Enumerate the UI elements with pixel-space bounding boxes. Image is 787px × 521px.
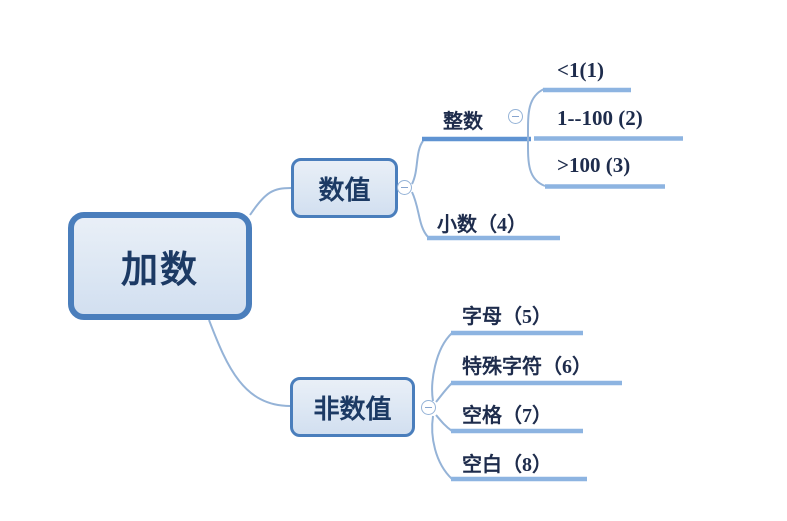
brace-curve-integer-children [526, 88, 546, 187]
branch-curve-nonnumeric-to-blank [431, 415, 453, 480]
minus-icon [425, 406, 432, 409]
node-letter[interactable]: 字母（5） [462, 306, 552, 328]
node-root[interactable]: 加数 [68, 212, 252, 320]
node-gt100[interactable]: >100 (3) [557, 153, 631, 177]
branch-curve-nonnumeric-to-space [435, 414, 453, 432]
branch-curve-numeric-to-integer [411, 140, 424, 185]
collapse-button-integer[interactable] [508, 109, 523, 124]
branch-curve-nonnumeric-to-special [435, 382, 453, 403]
branch-curve-numeric-to-decimal [411, 191, 429, 238]
node-1to100[interactable]: 1--100 (2) [557, 106, 643, 130]
node-blank[interactable]: 空白（8） [462, 454, 552, 476]
branch-curve-nonnumeric-to-letter [431, 332, 453, 402]
node-space[interactable]: 空格（7） [462, 405, 552, 427]
node-integer[interactable]: 整数 [443, 111, 483, 133]
collapse-button-numeric[interactable] [397, 180, 412, 195]
node-root-label: 加数 [121, 249, 199, 290]
collapse-button-nonnumeric[interactable] [421, 400, 436, 415]
branch-curve-root-to-nonnumeric [208, 319, 291, 407]
node-lt1[interactable]: <1(1) [557, 58, 604, 82]
node-nonnumeric[interactable]: 非数值 [290, 377, 415, 437]
node-numeric[interactable]: 数值 [291, 158, 398, 218]
node-numeric-label: 数值 [318, 174, 371, 205]
node-nonnumeric-label: 非数值 [313, 393, 392, 424]
minus-icon [401, 186, 408, 189]
minus-icon [512, 115, 519, 118]
node-decimal[interactable]: 小数（4） [437, 214, 527, 236]
branch-curve-root-to-numeric [249, 187, 292, 216]
node-special-char[interactable]: 特殊字符（6） [462, 356, 592, 378]
